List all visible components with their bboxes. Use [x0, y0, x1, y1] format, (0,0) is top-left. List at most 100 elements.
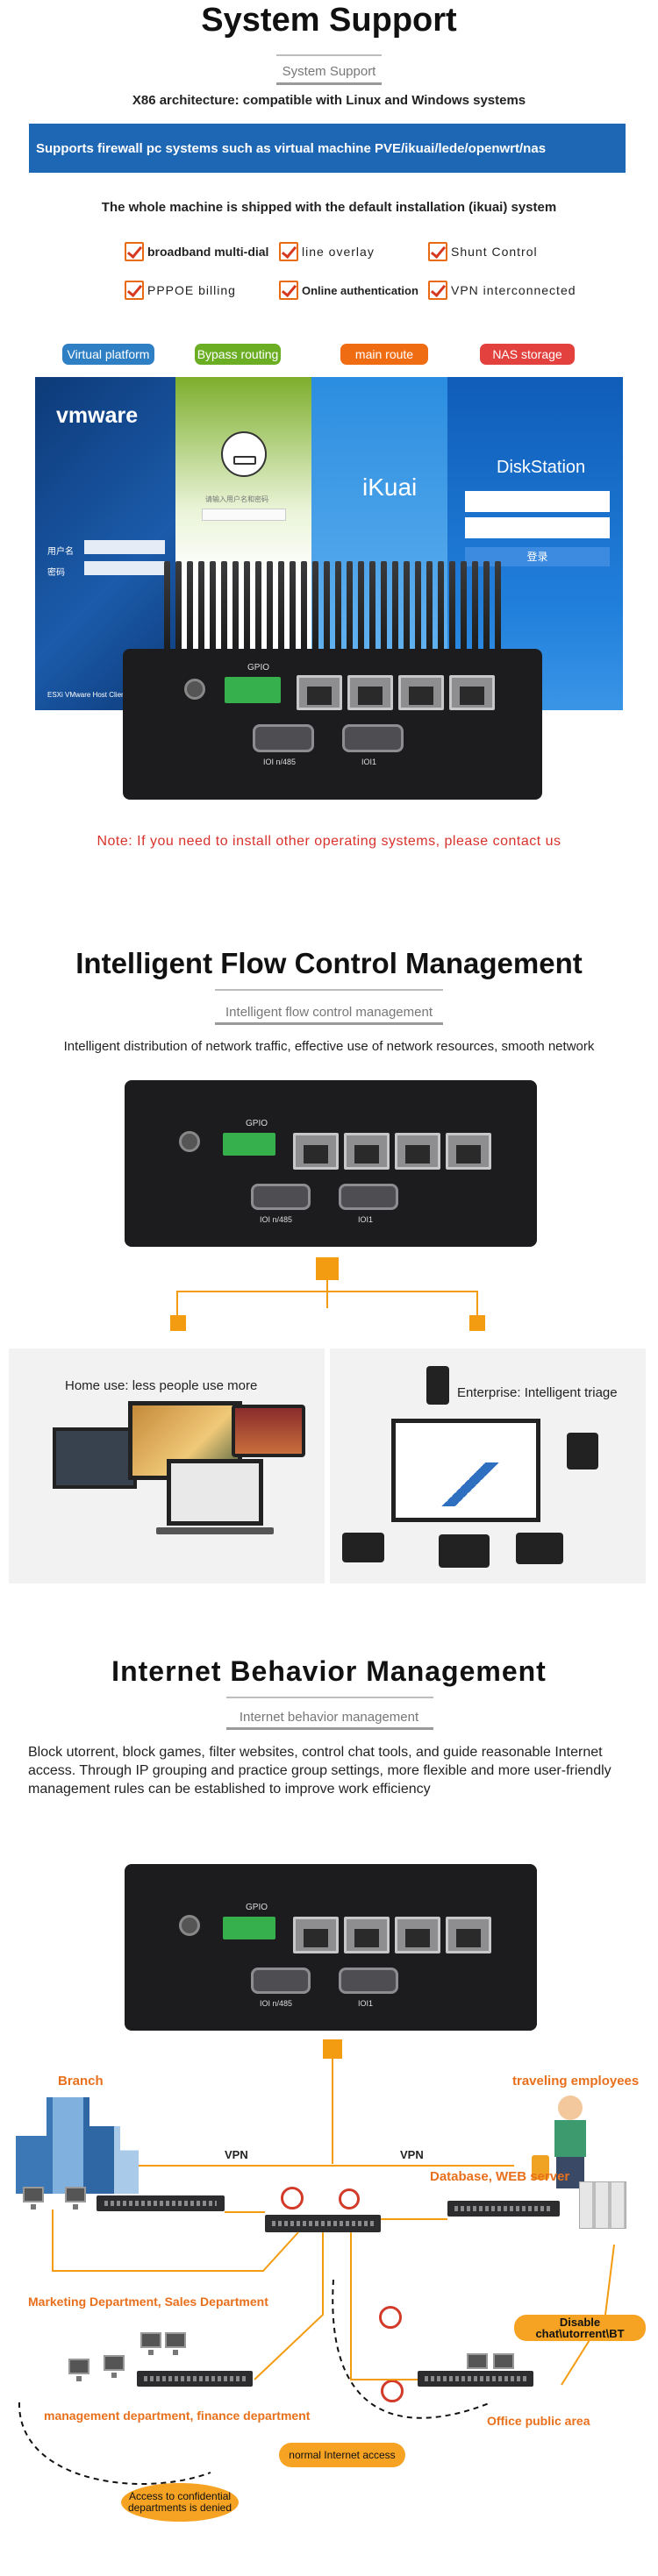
- vmware-username-field[interactable]: [84, 540, 165, 554]
- power-jack: [179, 1131, 200, 1152]
- flow-node-home: [170, 1315, 186, 1331]
- lan-port-4: [293, 1133, 339, 1170]
- home-laptop-base: [156, 1527, 274, 1534]
- flow-node-top: [316, 1257, 339, 1280]
- router-icon: [221, 431, 267, 477]
- diskstation-username-field[interactable]: [465, 491, 610, 512]
- home-laptop: [167, 1459, 263, 1526]
- feature-pppoe-billing: PPPOE billing: [125, 281, 236, 300]
- serial-label-2: IOI1: [358, 1215, 374, 1224]
- diskstation-password-field[interactable]: [465, 517, 610, 538]
- traveling-employees-label: traveling employees: [512, 2074, 640, 2089]
- vpn-label-right: VPN: [400, 2148, 424, 2161]
- home-use-caption: Home use: less people use more: [65, 1378, 258, 1393]
- section-subtitle-flow-control: Intelligent flow control management: [225, 1005, 433, 1020]
- feature-shunt-control: Shunt Control: [428, 242, 538, 261]
- checkbox-icon: [125, 281, 144, 300]
- management-pc-1: [68, 2359, 89, 2381]
- power-jack: [179, 1915, 200, 1936]
- feature-online-authentication: Online authentication: [279, 281, 418, 300]
- section-title-flow-control: Intelligent Flow Control Management: [75, 947, 583, 979]
- lan-port-1: [446, 1917, 491, 1953]
- gpio-label: GPIO: [246, 1903, 268, 1912]
- serial-label-2: IOI1: [358, 1999, 374, 2008]
- x86-compatibility-text: X86 architecture: compatible with Linux …: [132, 93, 526, 108]
- home-tablet: [232, 1405, 305, 1457]
- lan-port-3: [344, 1133, 390, 1170]
- flow-connector-horizontal: [176, 1291, 478, 1292]
- shipping-text: The whole machine is shipped with the de…: [101, 200, 557, 215]
- branch-building-icon: [16, 2097, 139, 2194]
- pill-bypass-routing: Bypass routing: [195, 344, 281, 365]
- subtitle-underline: [226, 1727, 433, 1730]
- serial-label-1: IOI n/485: [263, 758, 297, 766]
- vmware-footer: ESXi VMware Host Client: [47, 691, 127, 699]
- section-title-behavior: Internet Behavior Management: [111, 1655, 547, 1687]
- management-pc-2: [104, 2355, 125, 2378]
- subtitle-underline: [276, 82, 382, 85]
- checkbox-icon: [279, 281, 298, 300]
- serial-port-1: [253, 724, 314, 752]
- diskstation-login-button[interactable]: 登录: [465, 547, 610, 566]
- behavior-paragraph: Block utorrent, block games, filter webs…: [28, 1745, 612, 1797]
- flow-connector-vertical: [326, 1280, 328, 1308]
- vpn-line-right: [333, 2165, 514, 2167]
- gpio-label: GPIO: [246, 1119, 268, 1128]
- marketing-pc-2: [65, 2187, 86, 2210]
- section-subtitle-behavior: Internet behavior management: [239, 1710, 419, 1725]
- disable-chat-bubble: Disable chat\utorrent\BT: [514, 2315, 646, 2341]
- feature-line-overlay: line overlay: [279, 242, 375, 261]
- device-front-panel: GPIO IOI n/485 IOI1: [123, 649, 542, 800]
- office-pc-2: [493, 2353, 514, 2376]
- office-pc-1: [467, 2353, 488, 2376]
- enterprise-chart-peaks: [426, 1462, 514, 1506]
- serial-port-1: [251, 1184, 311, 1210]
- link-marketing-down: [52, 2210, 299, 2272]
- lan-port-1: [449, 675, 495, 710]
- vpn-line-left: [133, 2165, 333, 2167]
- serial-port-1: [251, 1968, 311, 1994]
- checkbox-icon: [428, 242, 447, 261]
- vmware-password-field[interactable]: [84, 561, 165, 575]
- serial-port-2: [342, 724, 404, 752]
- link-core-office: [350, 2232, 418, 2380]
- serial-port-2: [339, 1184, 398, 1210]
- title-divider: [226, 1697, 433, 1698]
- marketing-pc-1: [23, 2187, 44, 2210]
- lan-port-2: [395, 1917, 440, 1953]
- lan-port-1: [446, 1133, 491, 1170]
- section-subtitle-system-support: System Support: [282, 64, 376, 79]
- ikuai-logo: iKuai: [362, 473, 418, 501]
- office-label: Office public area: [487, 2414, 590, 2428]
- gpio-connector: [223, 1917, 275, 1939]
- subtitle-underline: [215, 1022, 443, 1025]
- core-switch: [265, 2215, 381, 2232]
- power-jack: [184, 679, 205, 700]
- flow-connector-left: [176, 1291, 178, 1315]
- enterprise-tablet-3: [516, 1533, 563, 1564]
- router-input-field[interactable]: [202, 509, 286, 521]
- confidential-bubble: Access to confidential departments is de…: [121, 2483, 239, 2522]
- title-divider: [276, 54, 382, 56]
- feature-vpn-interconnected: VPN interconnected: [428, 281, 576, 300]
- enterprise-tablet-2: [439, 1534, 490, 1568]
- enterprise-phone-right: [567, 1433, 598, 1469]
- blocked-icon-office-2: [381, 2380, 404, 2402]
- vmware-password-label: 密码: [47, 568, 65, 578]
- database-switch: [447, 2201, 560, 2217]
- dashed-flow-right: [332, 2279, 492, 2419]
- enterprise-panel: Enterprise: Intelligent triage: [330, 1348, 646, 1583]
- lan-port-3: [347, 675, 393, 710]
- link-marketing-core: [225, 2211, 265, 2213]
- install-note: Note: If you need to install other opera…: [97, 834, 561, 849]
- section-title-system-support: System Support: [201, 2, 457, 39]
- network-connector-vertical: [332, 2059, 333, 2164]
- lan-port-4: [293, 1917, 339, 1953]
- firewall-support-banner: Supports firewall pc systems such as vir…: [29, 124, 626, 173]
- lan-port-3: [344, 1917, 390, 1953]
- lan-port-2: [398, 675, 444, 710]
- flow-description: Intelligent distribution of network traf…: [63, 1039, 595, 1054]
- pill-nas-storage: NAS storage: [480, 344, 575, 365]
- link-core-database: [381, 2218, 447, 2220]
